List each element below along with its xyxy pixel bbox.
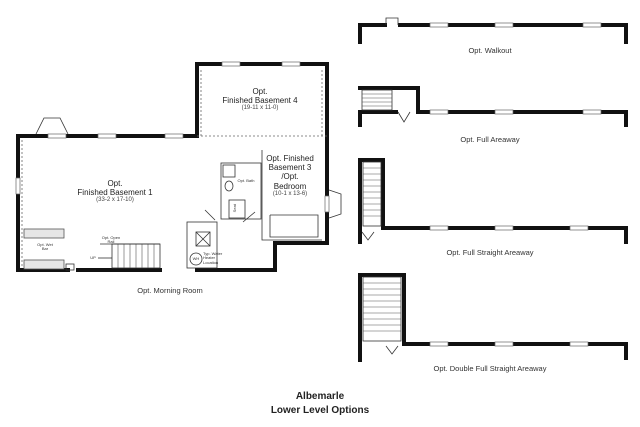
room-name: Finished Basement 4 <box>222 96 298 106</box>
room-dimensions: (10-1 x 13-6) <box>272 190 308 197</box>
mech-box <box>195 231 211 247</box>
door-swing <box>242 211 256 223</box>
option-full-areaway-label: Opt. Full Areaway <box>460 135 520 144</box>
option-double-full-straight-areaway-label: Opt. Double Full Straight Areaway <box>433 364 547 373</box>
room-name: Opt. <box>107 179 123 188</box>
room-name: Opt. <box>252 87 268 96</box>
room-label-basement4: Opt. Finished Basement 4 (19-11 x 11-0) <box>200 87 320 112</box>
room-name: Opt. Finished <box>266 154 314 163</box>
room-name: Bedroom <box>273 181 307 191</box>
room-name: Basement 3 <box>268 163 312 173</box>
option-walkout-label: Opt. Walkout <box>468 46 512 55</box>
wet-bar-end <box>65 263 75 271</box>
room-label-basement3: Opt. Finished Basement 3 /Opt. Bedroom (… <box>260 154 320 198</box>
room-dimensions: (33-2 x 17-10) <box>96 197 134 204</box>
wh-label: WH <box>192 256 200 261</box>
option-double-full-straight-areaway-drawing <box>358 273 628 362</box>
room-dimensions: (19-11 x 11-0) <box>241 105 279 112</box>
wet-bar-label: Opt. Wet Bar <box>37 242 53 252</box>
window <box>324 195 330 213</box>
plan-title-subtitle: Lower Level Options <box>270 404 370 416</box>
open-rail-label: Opt. Open Rail <box>101 235 121 245</box>
wet-bar-counter <box>23 259 65 270</box>
window <box>15 177 21 195</box>
water-heater-label: Typ. Water Heater Location <box>203 251 223 265</box>
wet-bar-counter <box>23 228 65 239</box>
stair-treads <box>117 244 155 268</box>
plan-title-name: Albemarle <box>295 391 345 402</box>
main-floor-plan <box>15 61 342 272</box>
vanity <box>222 164 236 178</box>
plan-title: Albemarle Lower Level Options <box>240 390 400 417</box>
option-walkout-drawing <box>358 17 628 44</box>
window-well <box>328 189 342 219</box>
window <box>164 133 184 139</box>
bedroom-wall <box>269 214 319 238</box>
room-name: Finished Basement 1 <box>77 188 153 198</box>
bedroom-wall <box>261 150 322 241</box>
utility-area <box>186 221 218 269</box>
shower <box>228 199 246 219</box>
opt-bath-label: Opt. Bath <box>237 178 255 183</box>
exterior-wall <box>16 62 329 272</box>
mech-x <box>195 231 211 247</box>
water-heater-icon <box>189 252 203 266</box>
room-name: /Opt. <box>281 172 299 182</box>
up-label: UP <box>90 255 96 260</box>
room-label-basement1: Opt. Finished Basement 1 (33-2 x 17-10) <box>55 179 175 204</box>
window <box>97 133 117 139</box>
option-full-straight-areaway-label: Opt. Full Straight Areaway <box>446 248 534 257</box>
window-well <box>35 117 69 135</box>
option-full-areaway-drawing <box>358 86 628 127</box>
door-swing <box>204 209 216 221</box>
seat-label: Seat <box>231 204 237 213</box>
window <box>47 133 67 139</box>
option-full-straight-areaway-drawing <box>358 158 628 244</box>
morning-room-label: Opt. Morning Room <box>137 286 203 295</box>
window <box>281 61 301 67</box>
window <box>221 61 241 67</box>
toilet <box>224 180 234 192</box>
bath-room <box>220 162 262 220</box>
